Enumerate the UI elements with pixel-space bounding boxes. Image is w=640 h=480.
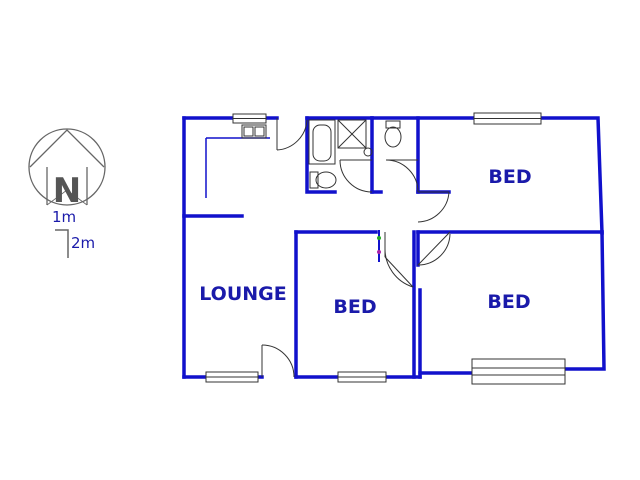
compass-letter: N [53,171,81,211]
window-lounge [205,371,259,383]
window-bed-bottom-right [471,358,566,385]
scale-bar: 1m 2m [52,208,95,258]
window-kitchen [232,113,267,124]
window-bed-center [337,371,387,383]
room-label-lounge: LOUNGE [199,283,287,305]
door-entrance [261,344,295,378]
bathtub-icon [308,119,336,165]
toilet-icon [309,171,337,189]
room-label-bed-top-right: BED [488,166,531,188]
room-labels: LOUNGE BED BED BED [199,166,531,318]
scale-label-2m: 2m [71,234,95,252]
scale-label-1m: 1m [52,208,76,226]
sink-icon [241,124,267,139]
fixtures [241,119,402,189]
north-compass: N [28,128,106,211]
room-label-bed-bottom-right: BED [487,291,530,313]
door-kitchen [276,118,308,151]
kitchen-counter [205,137,270,198]
shower-icon [337,119,367,149]
door-passage [417,191,450,223]
doors [261,118,451,378]
window-bed-top-right [473,112,542,125]
toilet-icon-wc [384,120,402,148]
walls [182,116,606,379]
door-bed-bottom-right [417,231,451,266]
door-bed-center [384,232,414,288]
door-marker [377,230,381,262]
room-label-bed-center: BED [333,296,376,318]
door-bathroom [339,159,373,193]
door-bed-top-right [385,159,419,193]
basin-icon [363,147,373,157]
windows [205,112,566,385]
